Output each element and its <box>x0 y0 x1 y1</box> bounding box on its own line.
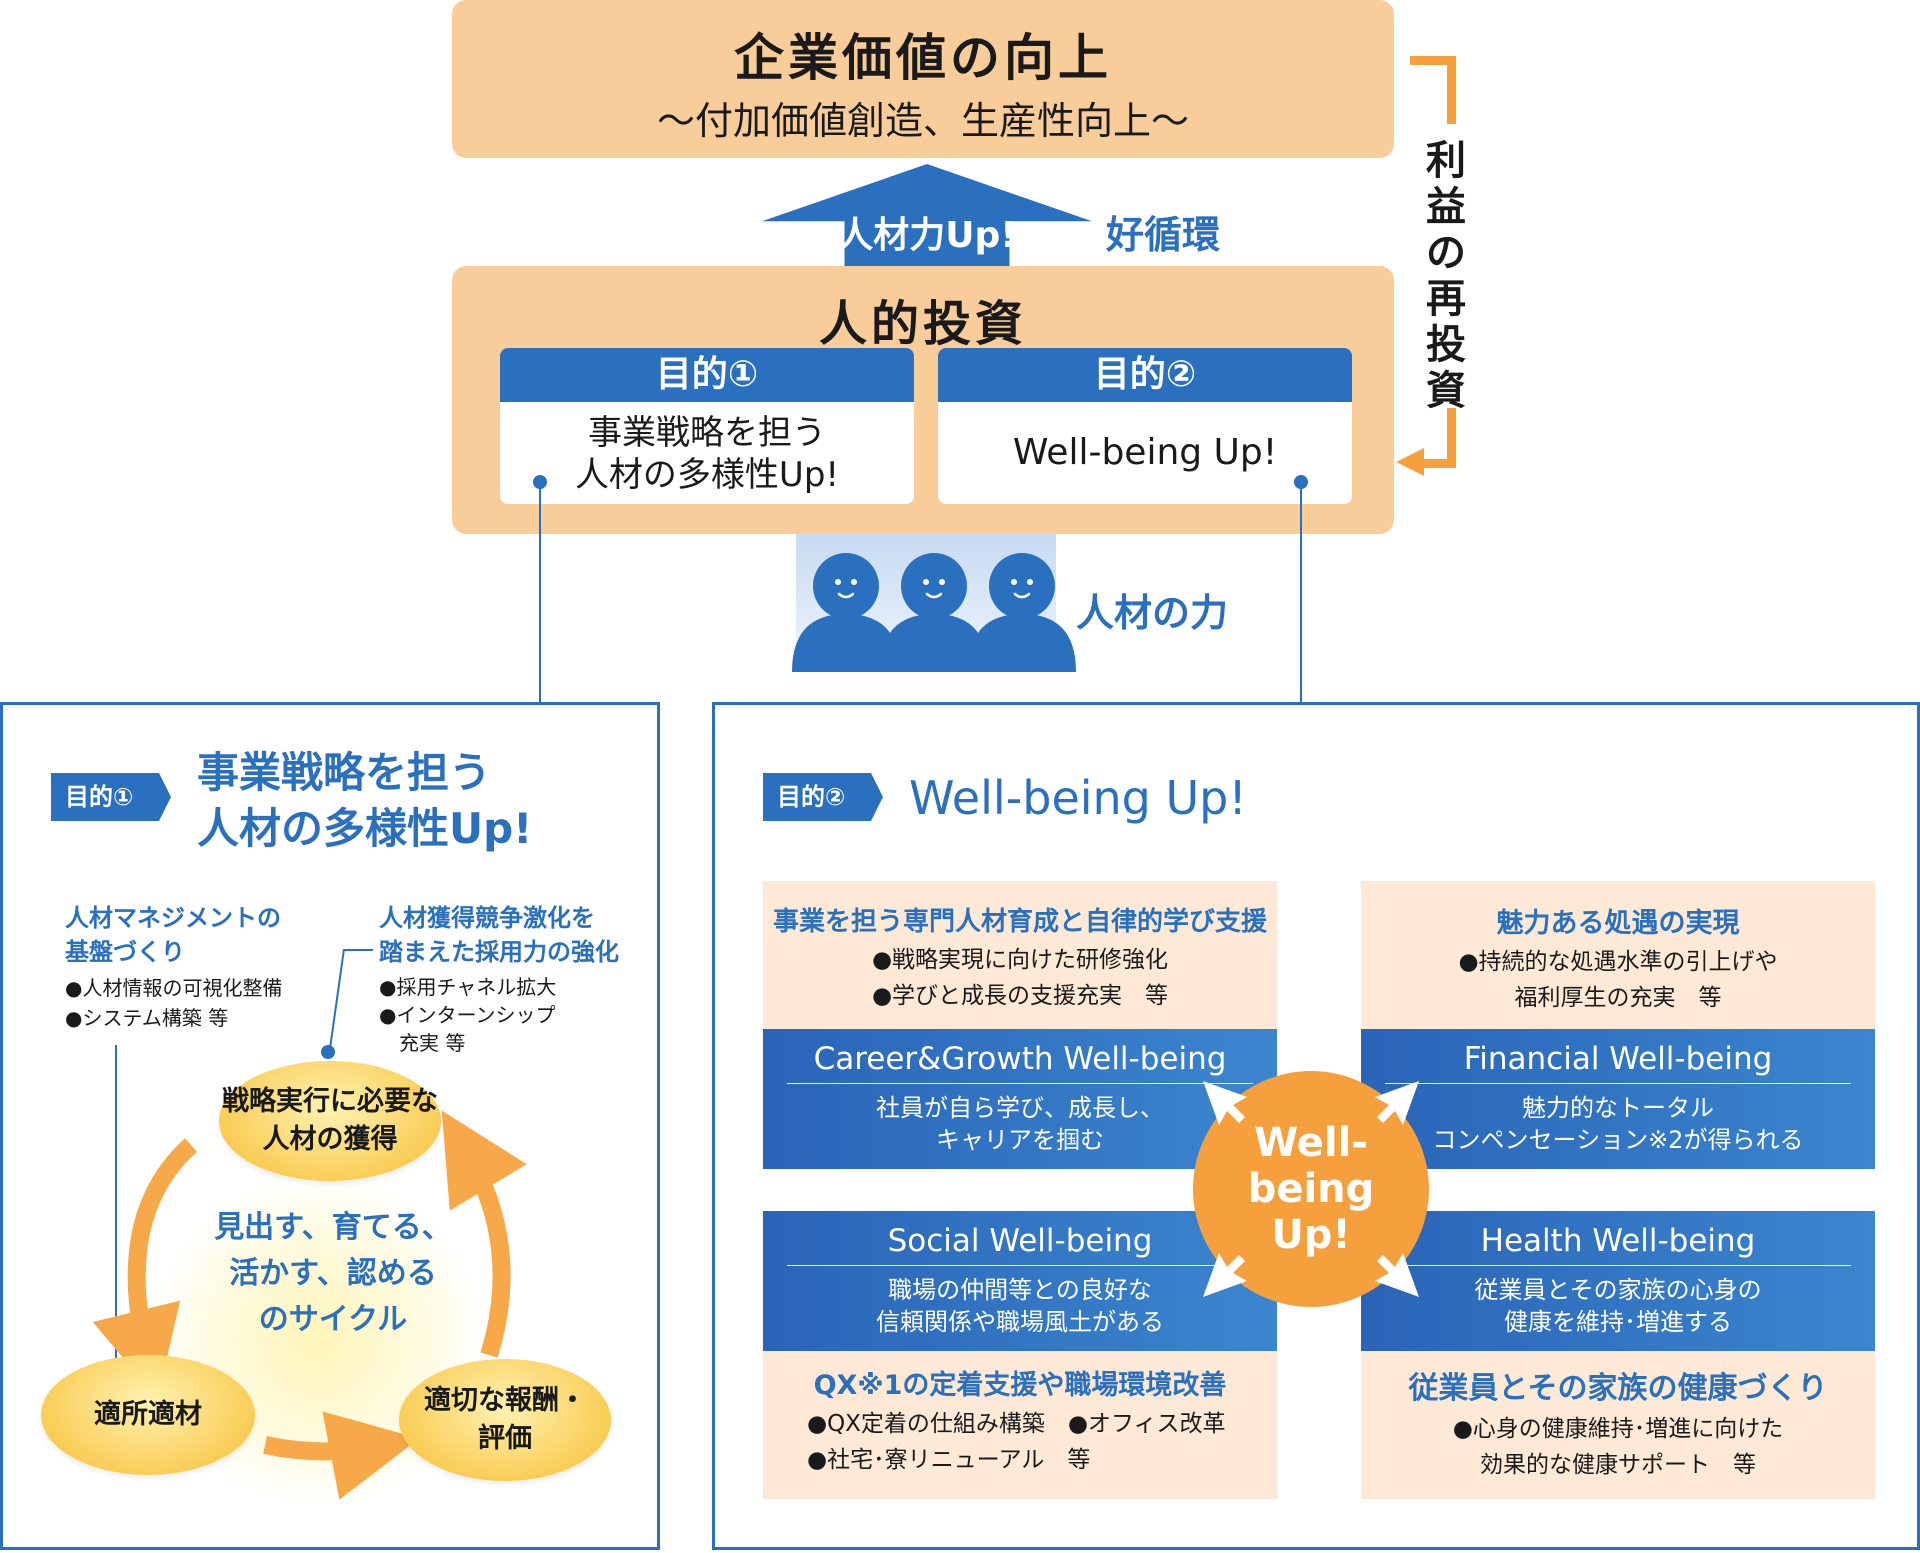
career-measures-box: 事業を担う専門人材育成と自律的学び支援 ●戦略実現に向けた研修強化●学びと成長の… <box>763 881 1277 1029</box>
corporate-value-title: 企業価値の向上 <box>734 29 1112 87</box>
connector-line-right <box>1300 482 1302 704</box>
purpose1-panel-title: 事業戦略を担う人材の多様性Up! <box>197 748 533 853</box>
corporate-value-box: 企業価値の向上 〜付加価値創造、生産性向上〜 <box>452 0 1394 158</box>
corporate-value-subtitle: 〜付加価値創造、生産性向上〜 <box>656 99 1189 143</box>
compensation-measures-box: 魅力ある処遇の実現 ●持続的な処遇水準の引上げや福利厚生の充実 等 <box>1361 881 1875 1029</box>
people-icon <box>792 553 1076 672</box>
purpose1-header: 目的① <box>500 348 914 402</box>
purpose1-body: 事業戦略を担う人材の多様性Up! <box>574 413 840 495</box>
connector-line-left <box>539 482 541 704</box>
virtuous-cycle-label: 好循環 <box>1106 213 1221 257</box>
cycle-node-compensation: 適切な報酬・評価 <box>399 1359 611 1481</box>
reinvestment-bracket <box>1410 56 1456 468</box>
human-investment-box: 人的投資 目的① 事業戦略を担う人材の多様性Up! 目的② Well-being… <box>452 266 1394 534</box>
cycle-center-label: 見出す、育てる、活かす、認める のサイクル <box>214 1210 452 1337</box>
social-wellbeing-box: Social Well-being 職場の仲間等との良好な信頼関係や職場風土があ… <box>763 1211 1277 1351</box>
purpose1-card: 目的① 事業戦略を担う人材の多様性Up! <box>500 348 914 504</box>
callout-line-recruit-h <box>343 949 373 951</box>
cycle-node-acquire: 戦略実行に必要な人材の獲得 <box>219 1061 441 1181</box>
callout-dot-recruit <box>321 1045 335 1059</box>
profit-reinvestment-label: 利益の 再投資 <box>1426 138 1466 414</box>
human-investment-title: 人的投資 <box>818 296 1027 352</box>
purpose1-panel: 目的① 事業戦略を担う人材の多様性Up! 人材マネジメントの基盤づくり ●人材情… <box>0 702 660 1550</box>
health-measures-box: 従業員とその家族の健康づくり ●心身の健康維持･増進に向けた効果的な健康サポート… <box>1361 1351 1875 1499</box>
purpose1-tag: 目的① <box>51 773 171 821</box>
purpose2-panel: 目的② Well-being Up! 事業を担う専門人材育成と自律的学び支援 ●… <box>712 702 1920 1550</box>
note-hr-foundation: 人材マネジメントの基盤づくり ●人材情報の可視化整備●システム構築 等 <box>65 904 283 1030</box>
purpose2-card: 目的② Well-being Up! <box>938 348 1352 504</box>
callout-line-foundation-v <box>115 1045 117 1387</box>
inward-arrows <box>1203 1081 1419 1297</box>
purpose2-panel-title: Well-being Up! <box>909 771 1247 825</box>
cycle-node-placement: 適所適材 <box>41 1355 255 1475</box>
talent-up-label: 人材力Up! <box>837 215 1017 256</box>
cycle-arrows <box>92 1110 527 1500</box>
purpose2-tag: 目的② <box>763 773 883 821</box>
career-wellbeing-box: Career&Growth Well-being 社員が自ら学び、成長し、キャリ… <box>763 1029 1277 1169</box>
people-power-label: 人材の力 <box>1076 591 1229 635</box>
workplace-measures-box: QX※1の定着支援や職場環境改善 ●QX定着の仕組み構築 ●オフィス改革●社宅･… <box>763 1351 1277 1499</box>
purpose2-body: Well-being Up! <box>1012 432 1278 473</box>
note-recruiting: 人材獲得競争激化を踏まえた採用力の強化 ●採用チャネル拡大●インターンシップ 充… <box>379 904 619 1055</box>
purpose2-header: 目的② <box>938 348 1352 402</box>
health-wellbeing-box: Health Well-being 従業員とその家族の心身の健康を維持･増進する <box>1361 1211 1875 1351</box>
financial-wellbeing-box: Financial Well-being 魅力的なトータルコンペンセーション※2… <box>1361 1029 1875 1169</box>
